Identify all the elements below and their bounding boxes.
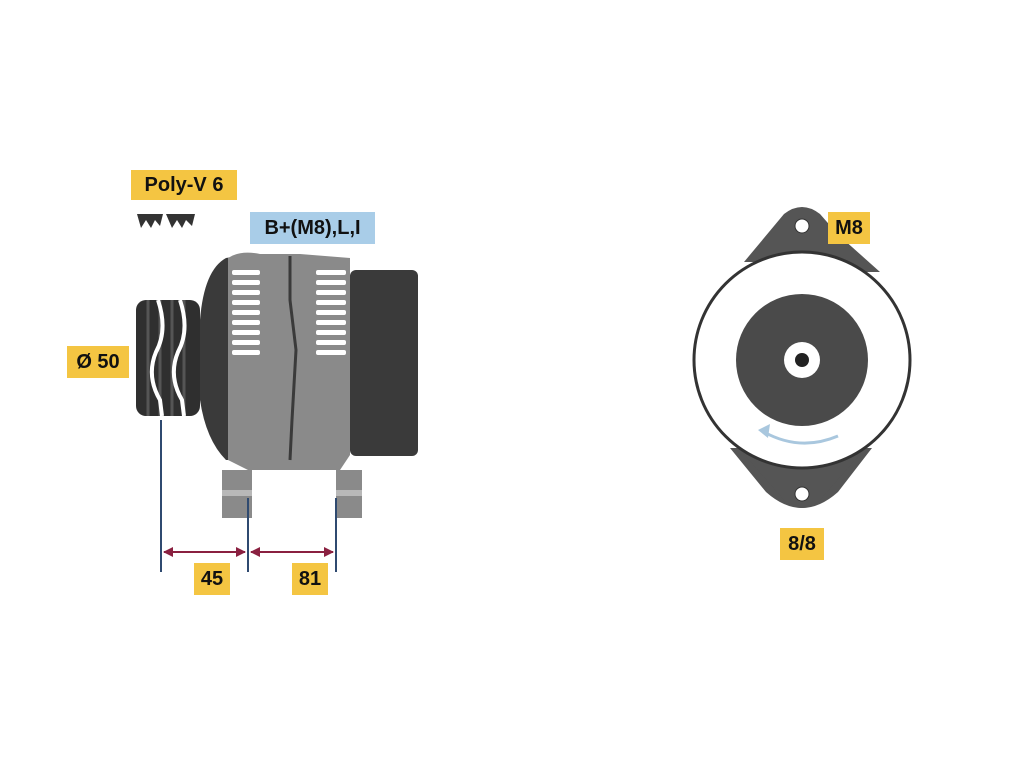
connections-label: B+(M8),L,I: [250, 212, 375, 244]
pulley: [136, 300, 200, 416]
dimension-label-45: 45: [194, 563, 230, 595]
mount-top-label: M8: [828, 212, 870, 244]
dimension-label-81: 81: [292, 563, 328, 595]
alternator-front-view: [692, 207, 912, 508]
mount-bottom-label: 8/8: [780, 528, 824, 560]
mount-hole-bottom: [794, 486, 810, 502]
rear-cover: [350, 270, 418, 456]
mount-hole-top: [794, 218, 810, 234]
shaft-inner: [795, 353, 809, 367]
pulley-diameter-label: Ø 50: [67, 346, 129, 378]
rotation-arrow-icon: [763, 430, 839, 445]
alternator-side-view: [136, 252, 418, 518]
dimension-lines: [160, 420, 337, 572]
belt-type-label: Poly-V 6: [131, 170, 237, 200]
poly-v-groove-icon: [137, 214, 195, 228]
